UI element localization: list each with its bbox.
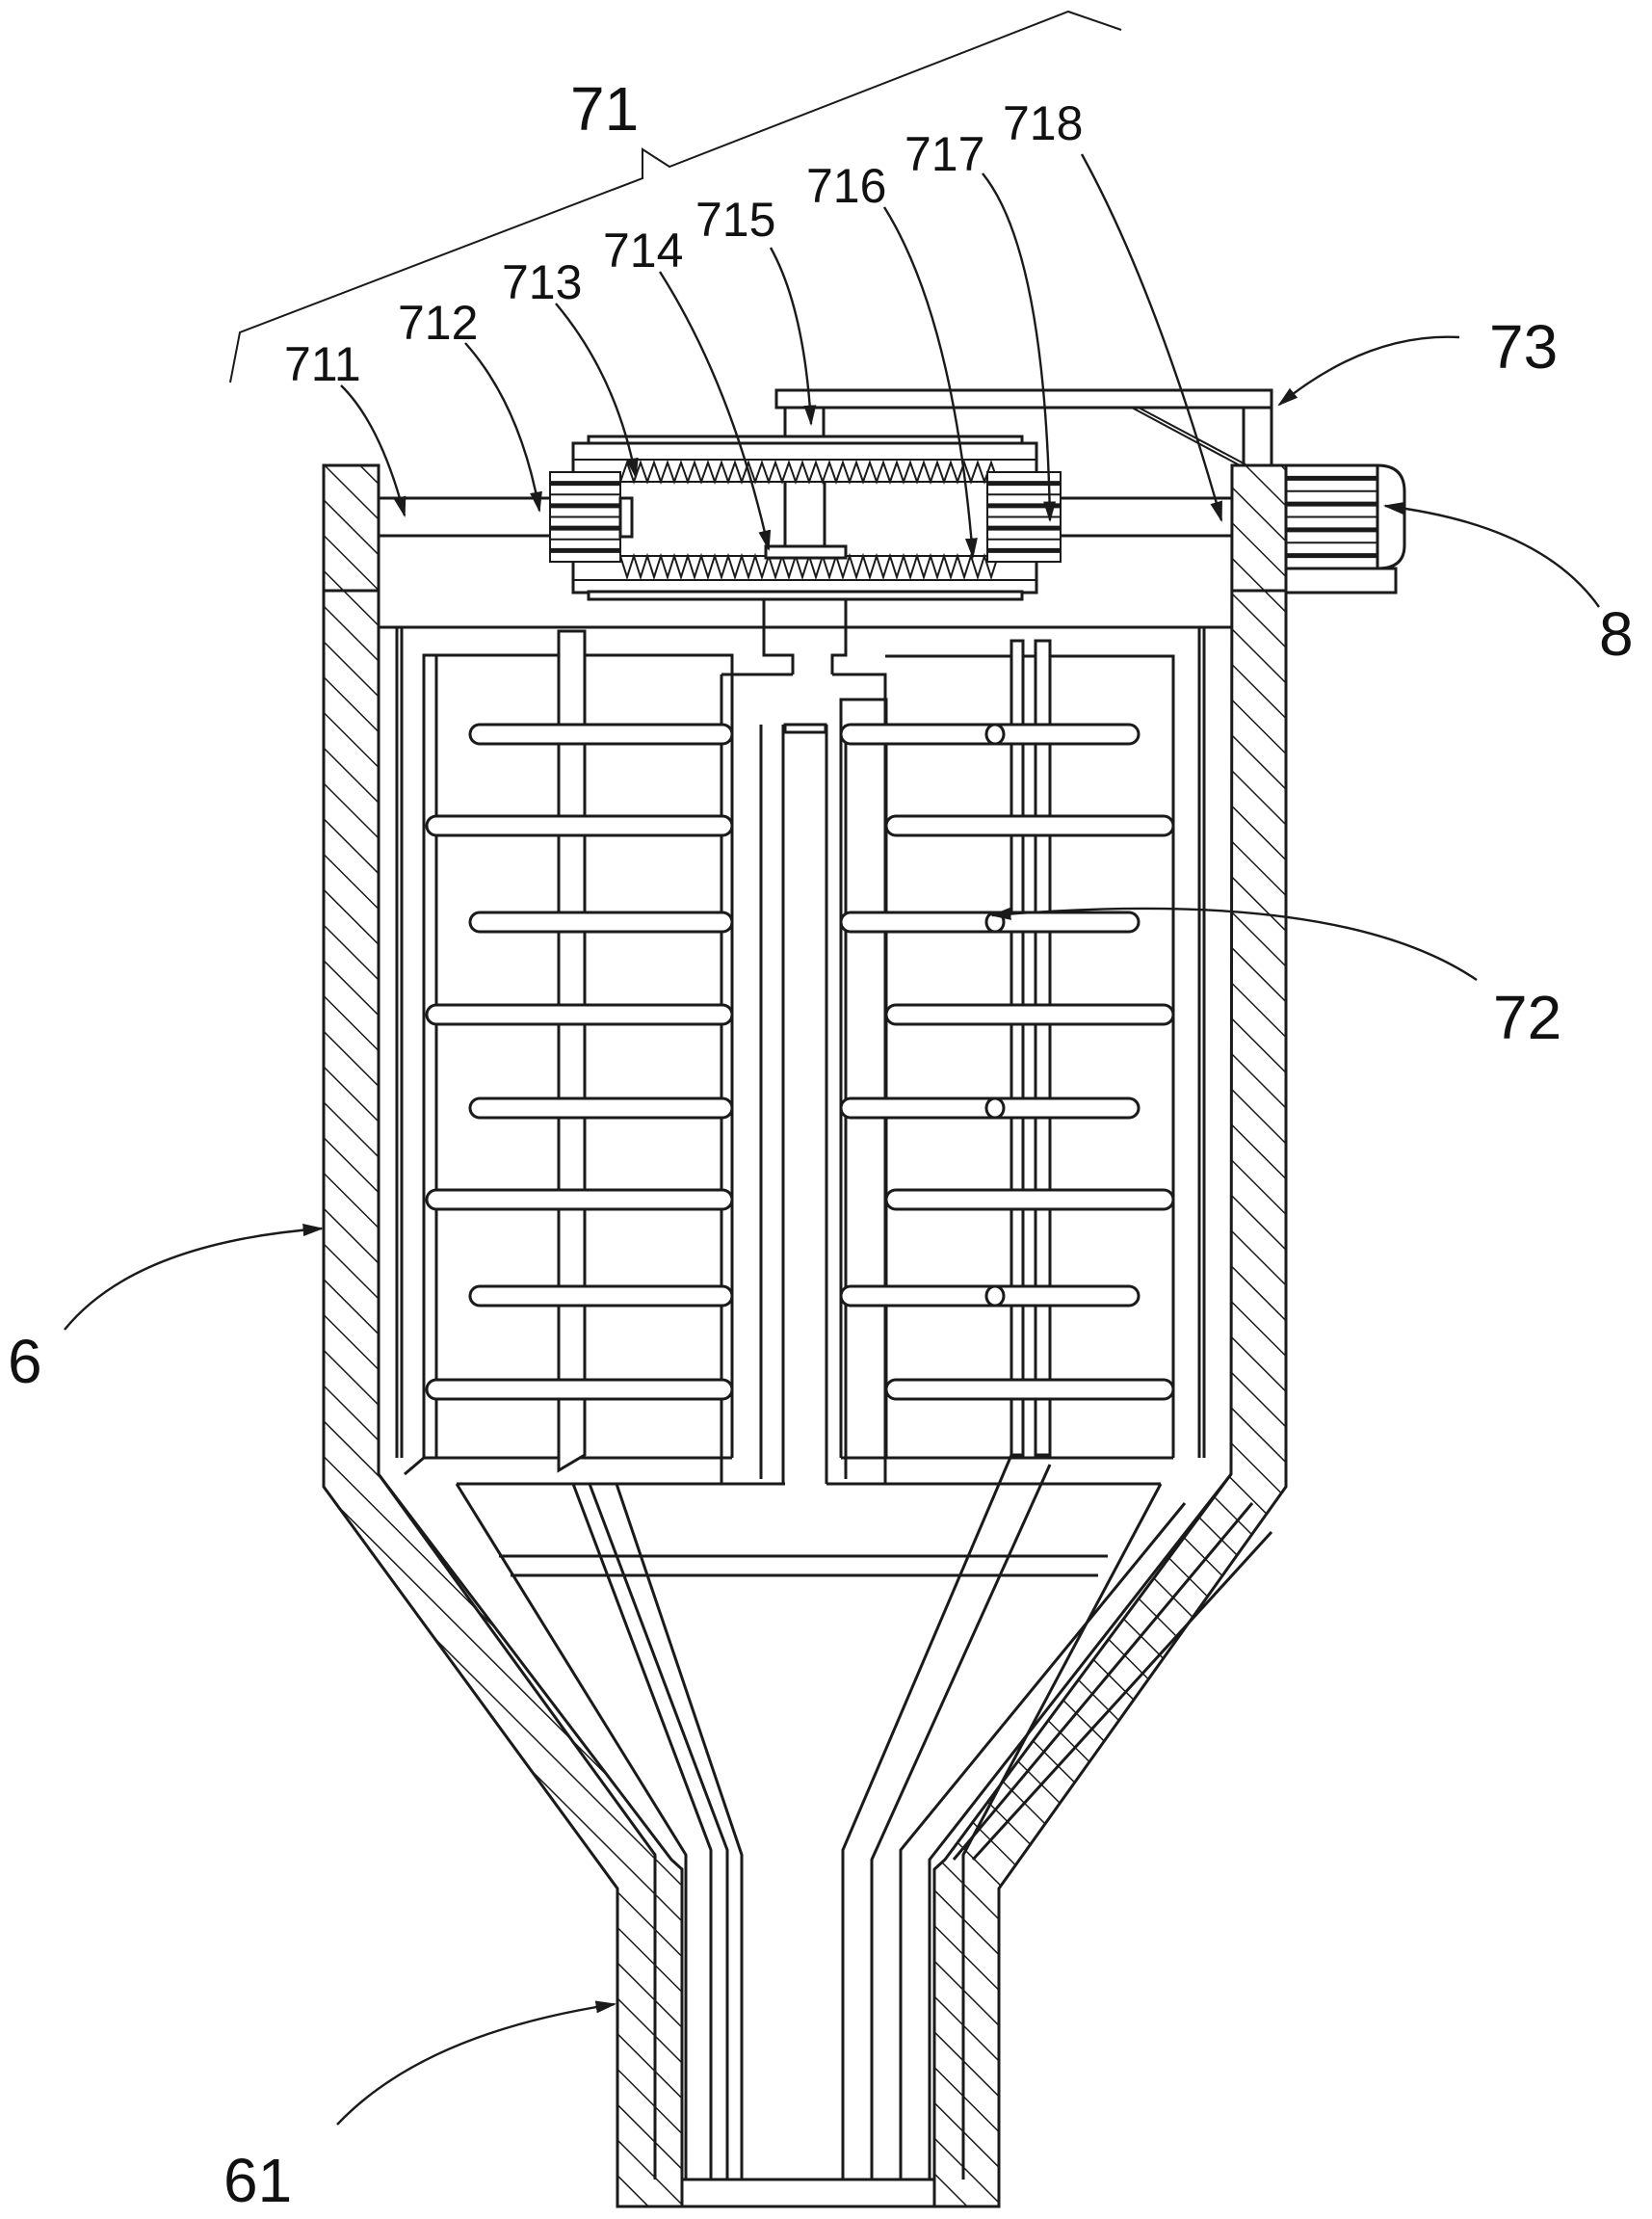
label-718: 718 — [1003, 96, 1083, 150]
left-blade — [557, 629, 587, 1473]
left-wall — [322, 463, 684, 2208]
label-713: 713 — [502, 255, 582, 309]
label-71: 71 — [570, 74, 639, 144]
rod-hub — [984, 723, 1006, 746]
label-61: 61 — [223, 2146, 292, 2215]
rod-right-long — [884, 814, 1175, 837]
right-wall — [932, 463, 1288, 2208]
rod-right-long — [884, 1378, 1175, 1401]
rod-left-long — [425, 1003, 734, 1026]
leader-lines — [64, 153, 1600, 2126]
rod-left-short — [468, 911, 734, 934]
rod-left-short — [468, 1284, 734, 1308]
right-cage — [839, 654, 1175, 1460]
funnel-internals — [377, 1454, 1273, 2181]
motor — [1284, 463, 1406, 594]
shaft-coupling — [720, 628, 887, 1484]
rod-left-short — [468, 723, 734, 746]
label-6: 6 — [8, 1327, 42, 1396]
gear-housing — [549, 435, 1062, 628]
labels: 71 711 712 713 714 715 716 717 718 73 8 … — [8, 74, 1634, 2215]
center-gear — [764, 544, 848, 560]
stirring-rods — [425, 723, 1175, 1401]
outlet-bottom — [680, 2178, 936, 2208]
label-714: 714 — [603, 224, 683, 277]
left-pinion — [549, 471, 634, 563]
label-73: 73 — [1489, 312, 1558, 382]
rod-hub — [984, 1096, 1006, 1120]
right-blade — [1010, 639, 1052, 1457]
rod-left-long — [425, 814, 734, 837]
upper-ring-gear — [572, 459, 1037, 486]
left-cage — [422, 653, 734, 1460]
rod-right-long — [884, 1188, 1175, 1211]
label-711: 711 — [284, 337, 361, 391]
top-mount — [774, 388, 1273, 436]
rail-711 — [379, 496, 551, 538]
rod-left-long — [425, 1378, 734, 1401]
brace-71 — [229, 10, 1122, 383]
label-716: 716 — [806, 159, 886, 213]
rod-hub — [984, 1284, 1006, 1308]
label-717: 717 — [905, 127, 984, 181]
outer-frame — [395, 627, 1206, 1458]
rail-718 — [1061, 496, 1232, 538]
label-715: 715 — [695, 193, 775, 247]
rod-left-short — [468, 1096, 734, 1120]
rod-left-long — [425, 1188, 734, 1211]
label-712: 712 — [398, 296, 478, 350]
tank-body — [322, 463, 1288, 2208]
label-8: 8 — [1599, 599, 1634, 669]
label-72: 72 — [1493, 983, 1561, 1052]
rod-right-long — [884, 1003, 1175, 1026]
bracket-73 — [1131, 406, 1273, 467]
